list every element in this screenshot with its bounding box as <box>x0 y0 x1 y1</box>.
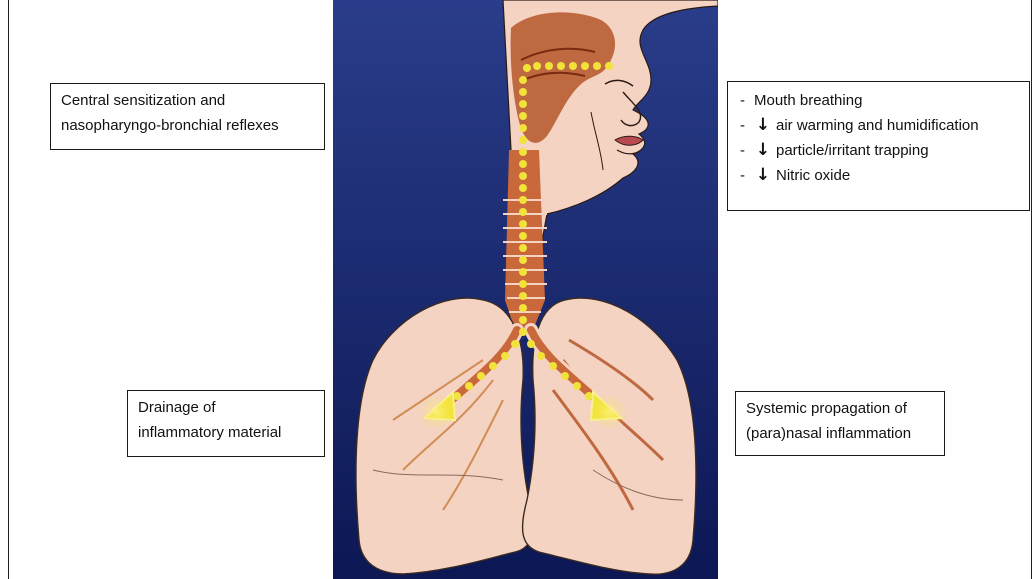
dash: - <box>740 138 754 163</box>
respiratory-illustration <box>333 0 718 579</box>
label-line: Systemic propagation of <box>746 396 934 421</box>
label-line: Drainage of <box>138 395 314 420</box>
label-line: nasopharyngo-bronchial reflexes <box>61 113 314 138</box>
effect-item: - ↓ Nitric oxide <box>740 163 1017 188</box>
down-arrow-icon: ↓ <box>754 113 772 138</box>
dash: - <box>740 163 754 188</box>
label-systemic-propagation: Systemic propagation of (para)nasal infl… <box>735 391 945 456</box>
label-mouth-breathing-effects: - Mouth breathing - ↓ air warming and hu… <box>727 81 1030 211</box>
effect-item: - Mouth breathing <box>740 88 1017 113</box>
down-arrow-icon: ↓ <box>754 163 772 188</box>
effect-text: Mouth breathing <box>754 88 862 113</box>
label-line: inflammatory material <box>138 420 314 445</box>
effect-text: particle/irritant trapping <box>776 138 929 163</box>
label-central-sensitization: Central sensitization and nasopharyngo-b… <box>50 83 325 150</box>
effect-text: Nitric oxide <box>776 163 850 188</box>
down-arrow-icon: ↓ <box>754 138 772 163</box>
effect-item: - ↓ air warming and humidification <box>740 113 1017 138</box>
effect-item: - ↓ particle/irritant trapping <box>740 138 1017 163</box>
dash: - <box>740 88 754 113</box>
effect-text: air warming and humidification <box>776 113 979 138</box>
label-drainage: Drainage of inflammatory material <box>127 390 325 457</box>
label-line: (para)nasal inflammation <box>746 421 934 446</box>
label-line: Central sensitization and <box>61 88 314 113</box>
dash: - <box>740 113 754 138</box>
